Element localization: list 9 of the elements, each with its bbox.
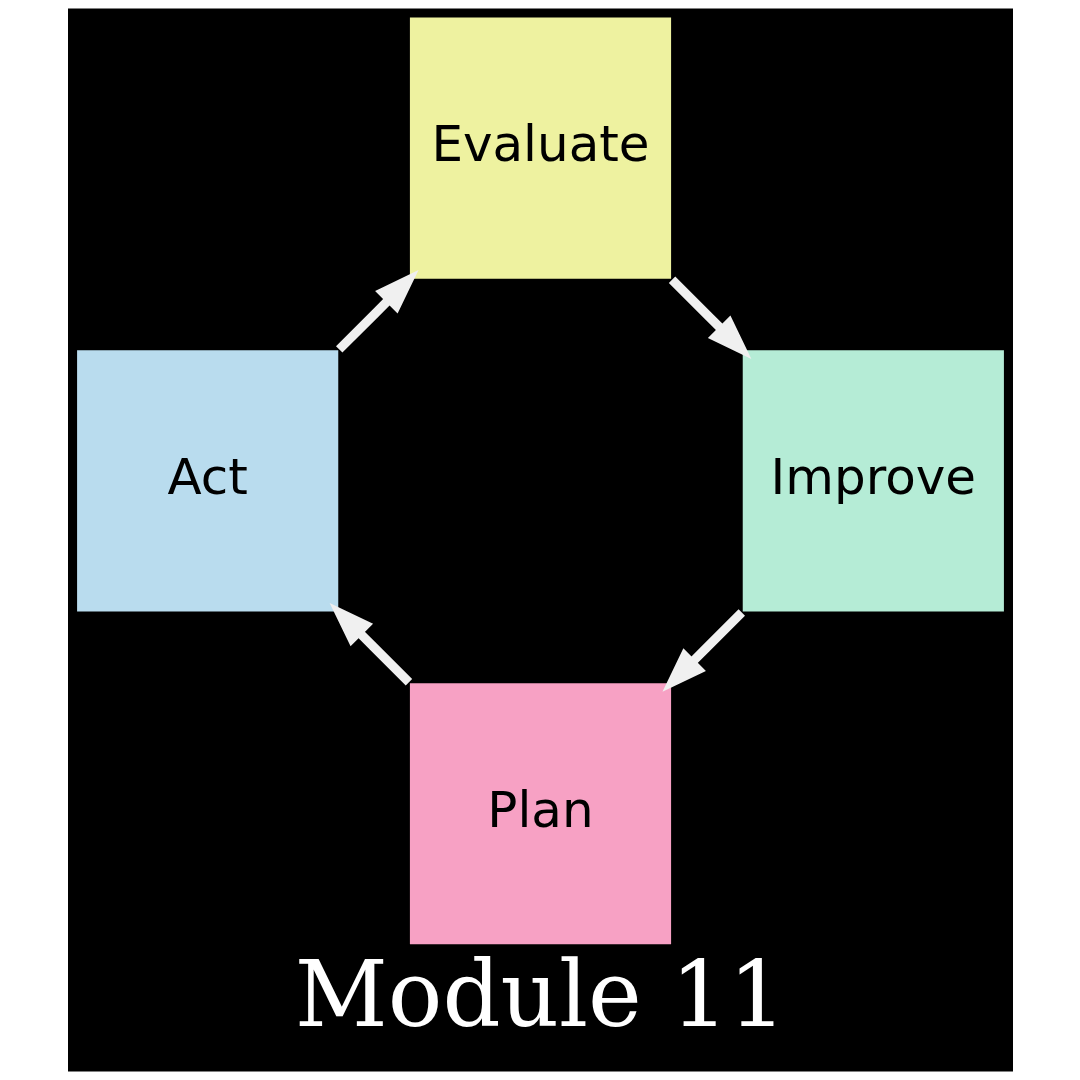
arrow xyxy=(335,270,419,353)
arrow xyxy=(668,276,751,359)
node-box: Act xyxy=(76,350,338,612)
caption: Module 11 xyxy=(294,942,786,1048)
arrow xyxy=(661,609,745,692)
node-box: Plan xyxy=(409,683,671,945)
node-box: Evaluate xyxy=(409,17,671,279)
arrow xyxy=(329,602,412,686)
node-box: Improve xyxy=(742,350,1004,612)
